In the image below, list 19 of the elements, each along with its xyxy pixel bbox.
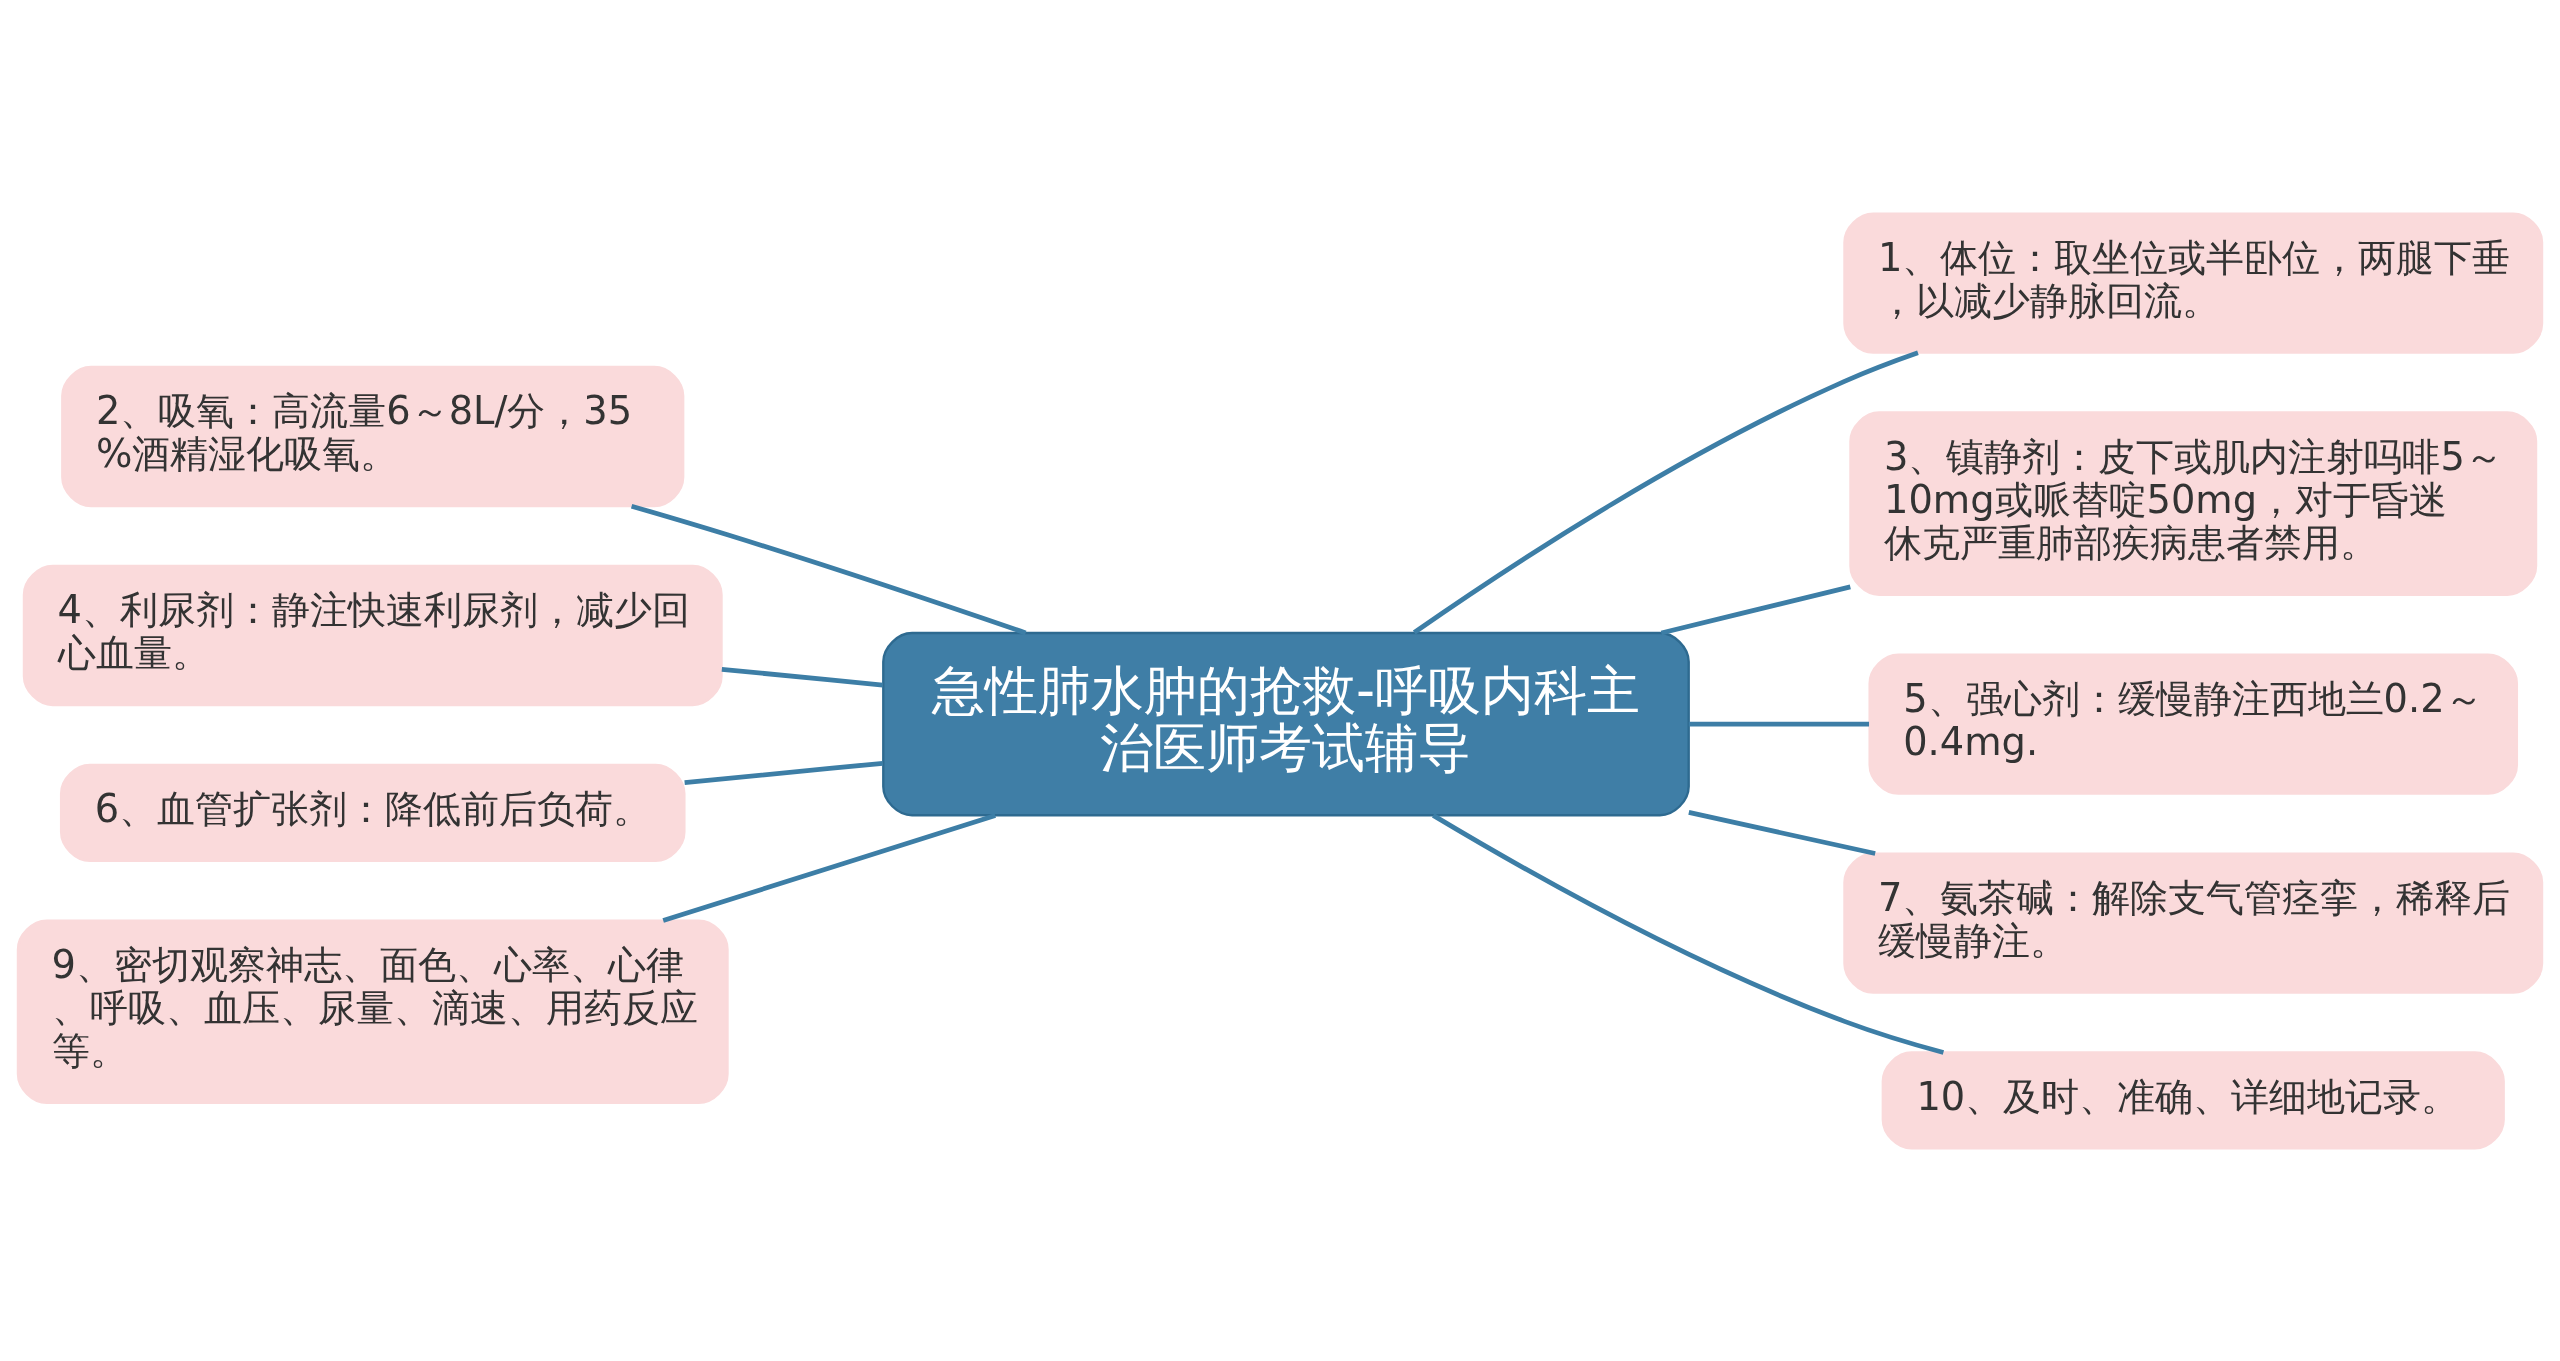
node-box: 10、及时、准确、详细地记录。 (1881, 1050, 2505, 1150)
node-box: 5、强心剂：缓慢静注西地兰0.2～0.4mg. (1868, 652, 2519, 795)
connector (1432, 812, 1945, 1055)
connector (1688, 809, 1876, 856)
node-box: 7、氨茶碱：解除支气管痉挛，稀释后缓慢静注。 (1843, 851, 2544, 994)
connector (1660, 584, 1851, 635)
node-box: 6、血管扩张剂：降低前后负荷。 (59, 763, 686, 862)
connector (684, 760, 884, 785)
node-box: 4、利尿剂：静注快速利尿剂，减少回心血量。 (22, 564, 723, 706)
node-box: 急性肺水肿的抢救-呼吸内科主治医师考试辅导 (882, 631, 1690, 816)
connector (662, 812, 996, 923)
connector (630, 503, 1027, 635)
connector (721, 666, 883, 687)
node-box: 3、镇静剂：皮下或肌内注射吗啡5～10mg或哌替啶50mg，对于昏迷休克严重肺部疾病患者禁用。 (1849, 410, 2538, 596)
connector (1412, 350, 1919, 634)
node-box: 2、吸氧：高流量6～8L/分，35%酒精湿化吸氧。 (61, 365, 685, 507)
node-box: 9、密切观察神志、面色、心率、心律、呼吸、血压、尿量、滴速、用药反应等。 (16, 919, 729, 1104)
node-box: 1、体位：取坐位或半卧位，两腿下垂，以减少静脉回流。 (1843, 211, 2544, 354)
connector (1688, 721, 1870, 727)
